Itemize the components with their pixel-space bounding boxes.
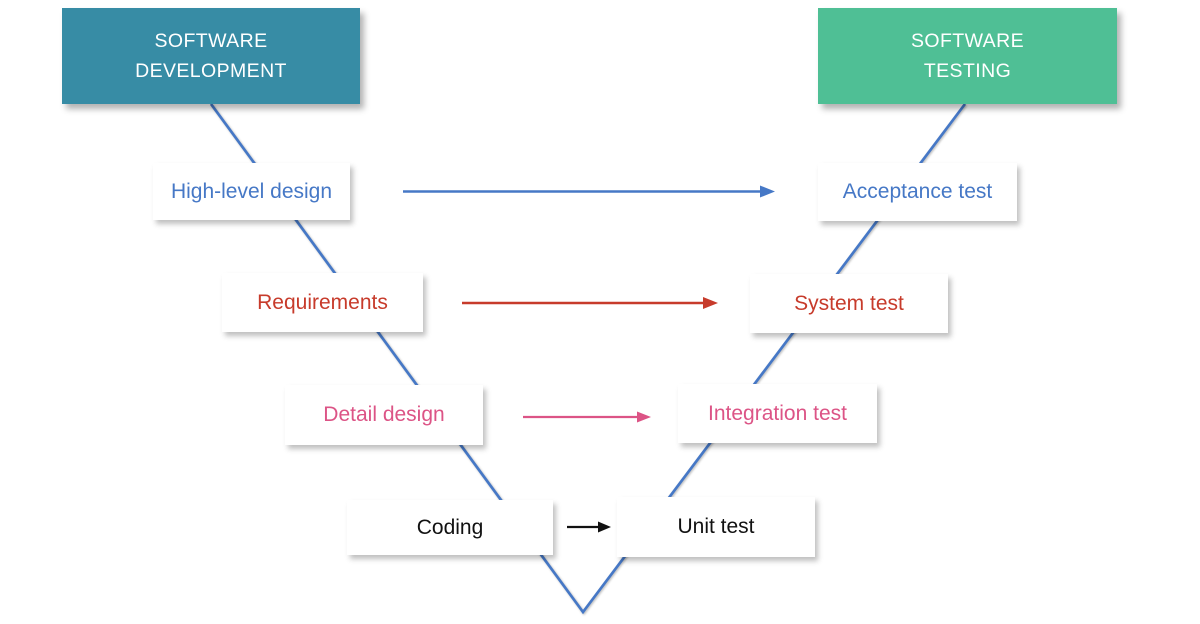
node-integration-test-label: Integration test — [708, 401, 847, 425]
node-integration-test: Integration test — [678, 384, 877, 443]
arrow-high-level-design-to-acceptance-test — [403, 185, 775, 198]
header-software-development: SOFTWARE DEVELOPMENT — [62, 8, 360, 104]
arrow-detail-design-to-integration-test — [523, 411, 651, 423]
node-high-level-design: High-level design — [153, 163, 350, 220]
node-acceptance-test-label: Acceptance test — [842, 180, 993, 203]
node-acceptance-test: Acceptance test — [818, 163, 1017, 221]
header-software-testing: SOFTWARE TESTING — [818, 8, 1117, 104]
node-coding-label: Coding — [416, 515, 484, 539]
node-detail-design-label: Detail design — [323, 403, 445, 426]
arrow-coding-to-unit-test — [567, 521, 611, 533]
header-software-development-label: SOFTWARE DEVELOPMENT — [135, 30, 287, 82]
node-detail-design: Detail design — [285, 385, 483, 445]
node-unit-test-label: Unit test — [677, 515, 755, 538]
node-system-test: System test — [750, 274, 948, 333]
node-high-level-design-label: High-level design — [170, 179, 333, 203]
node-unit-test: Unit test — [617, 497, 815, 557]
node-requirements: Requirements — [222, 273, 423, 332]
header-software-testing-label: SOFTWARE TESTING — [911, 30, 1024, 82]
node-coding: Coding — [347, 500, 553, 555]
arrow-requirements-to-system-test — [462, 297, 718, 309]
node-requirements-label: Requirements — [257, 290, 388, 314]
node-system-test-label: System test — [794, 291, 904, 315]
